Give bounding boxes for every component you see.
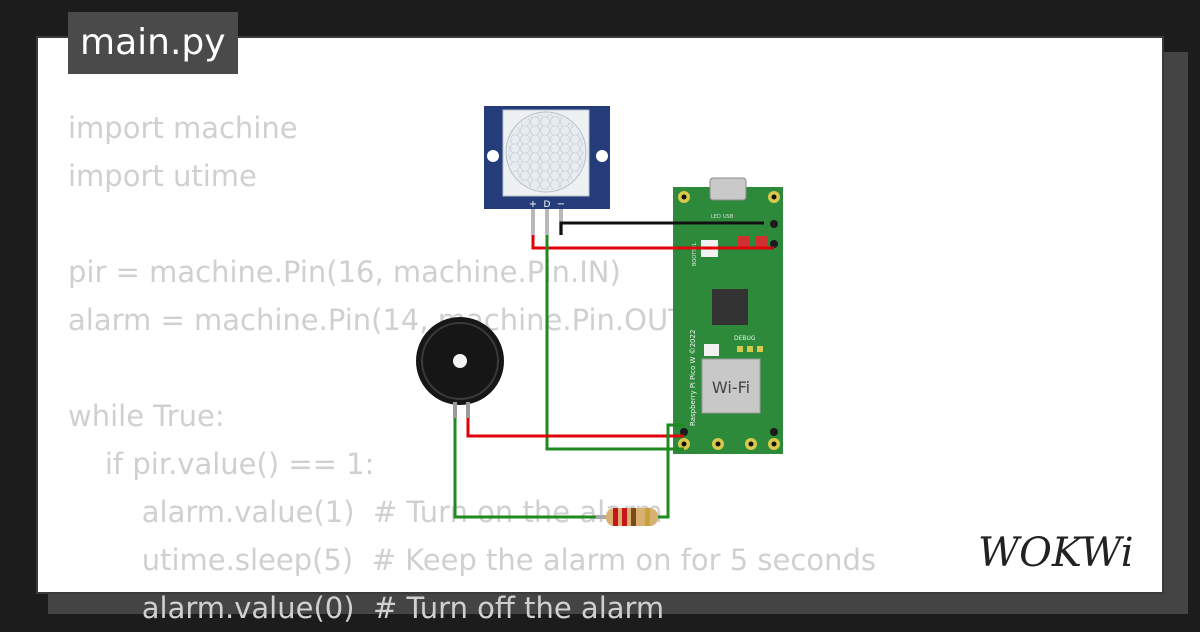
pico-w-board[interactable]: LED USB BOOTSEL Raspberry Pi Pico W ©202…: [673, 177, 783, 454]
mounting-hole: [487, 150, 499, 162]
code-preview: import machine import utime pir = machine.…: [68, 104, 876, 632]
led-label: LED: [711, 214, 721, 220]
wire-buzzer-positive[interactable]: [466, 410, 684, 438]
mounting-hole: [596, 150, 608, 162]
code-line: if pir.value() == 1:: [68, 447, 375, 481]
bootsel-label: BOOTSEL: [692, 242, 698, 266]
wire-resistor-gnd[interactable]: [655, 423, 684, 519]
wires: [453, 221, 774, 519]
wifi-label: Wi-Fi: [712, 378, 750, 397]
wire-vcc[interactable]: [531, 235, 774, 250]
debug-pins: [737, 346, 763, 352]
wire-buzzer-negative[interactable]: [453, 410, 608, 519]
wire-gnd[interactable]: [559, 221, 764, 235]
code-line: alarm.value(0) # Turn off the alarm: [68, 591, 665, 625]
code-line: utime.sleep(5) # Keep the alarm on for 5…: [68, 543, 876, 577]
board-pins: [678, 191, 780, 450]
code-line: pir = machine.Pin(16, machine.Pin.IN): [68, 255, 621, 289]
usb-label: USB: [723, 214, 734, 220]
circuit-diagram: + D − LED USB BOOTSEL Raspberry Pi Pico …: [416, 106, 783, 526]
pir-pin-label: −: [557, 199, 565, 210]
board-name-label: Raspberry Pi Pico W ©2022: [689, 330, 697, 426]
pir-pin-label: D: [544, 200, 551, 210]
wokwi-logo[interactable]: WOKWi: [976, 522, 1152, 582]
pir-pin[interactable]: [531, 209, 535, 235]
debug-label: DEBUG: [734, 335, 756, 342]
wokwi-logo-text: WOKWi: [978, 530, 1134, 576]
piezo-buzzer[interactable]: [416, 317, 504, 418]
resistor[interactable]: [596, 508, 658, 526]
pir-sensor[interactable]: + D −: [484, 106, 610, 235]
filename-tab: main.py: [68, 12, 238, 74]
usb-connector: [709, 177, 747, 201]
rp2040-chip: [712, 289, 748, 325]
pir-pin-label: +: [529, 199, 537, 210]
wire-pir-signal[interactable]: [545, 235, 684, 451]
code-line: import utime: [68, 159, 257, 193]
code-line: import machine: [68, 111, 298, 145]
wifi-module: [701, 358, 761, 414]
pir-pin[interactable]: [545, 209, 549, 235]
code-line: while True:: [68, 399, 225, 433]
